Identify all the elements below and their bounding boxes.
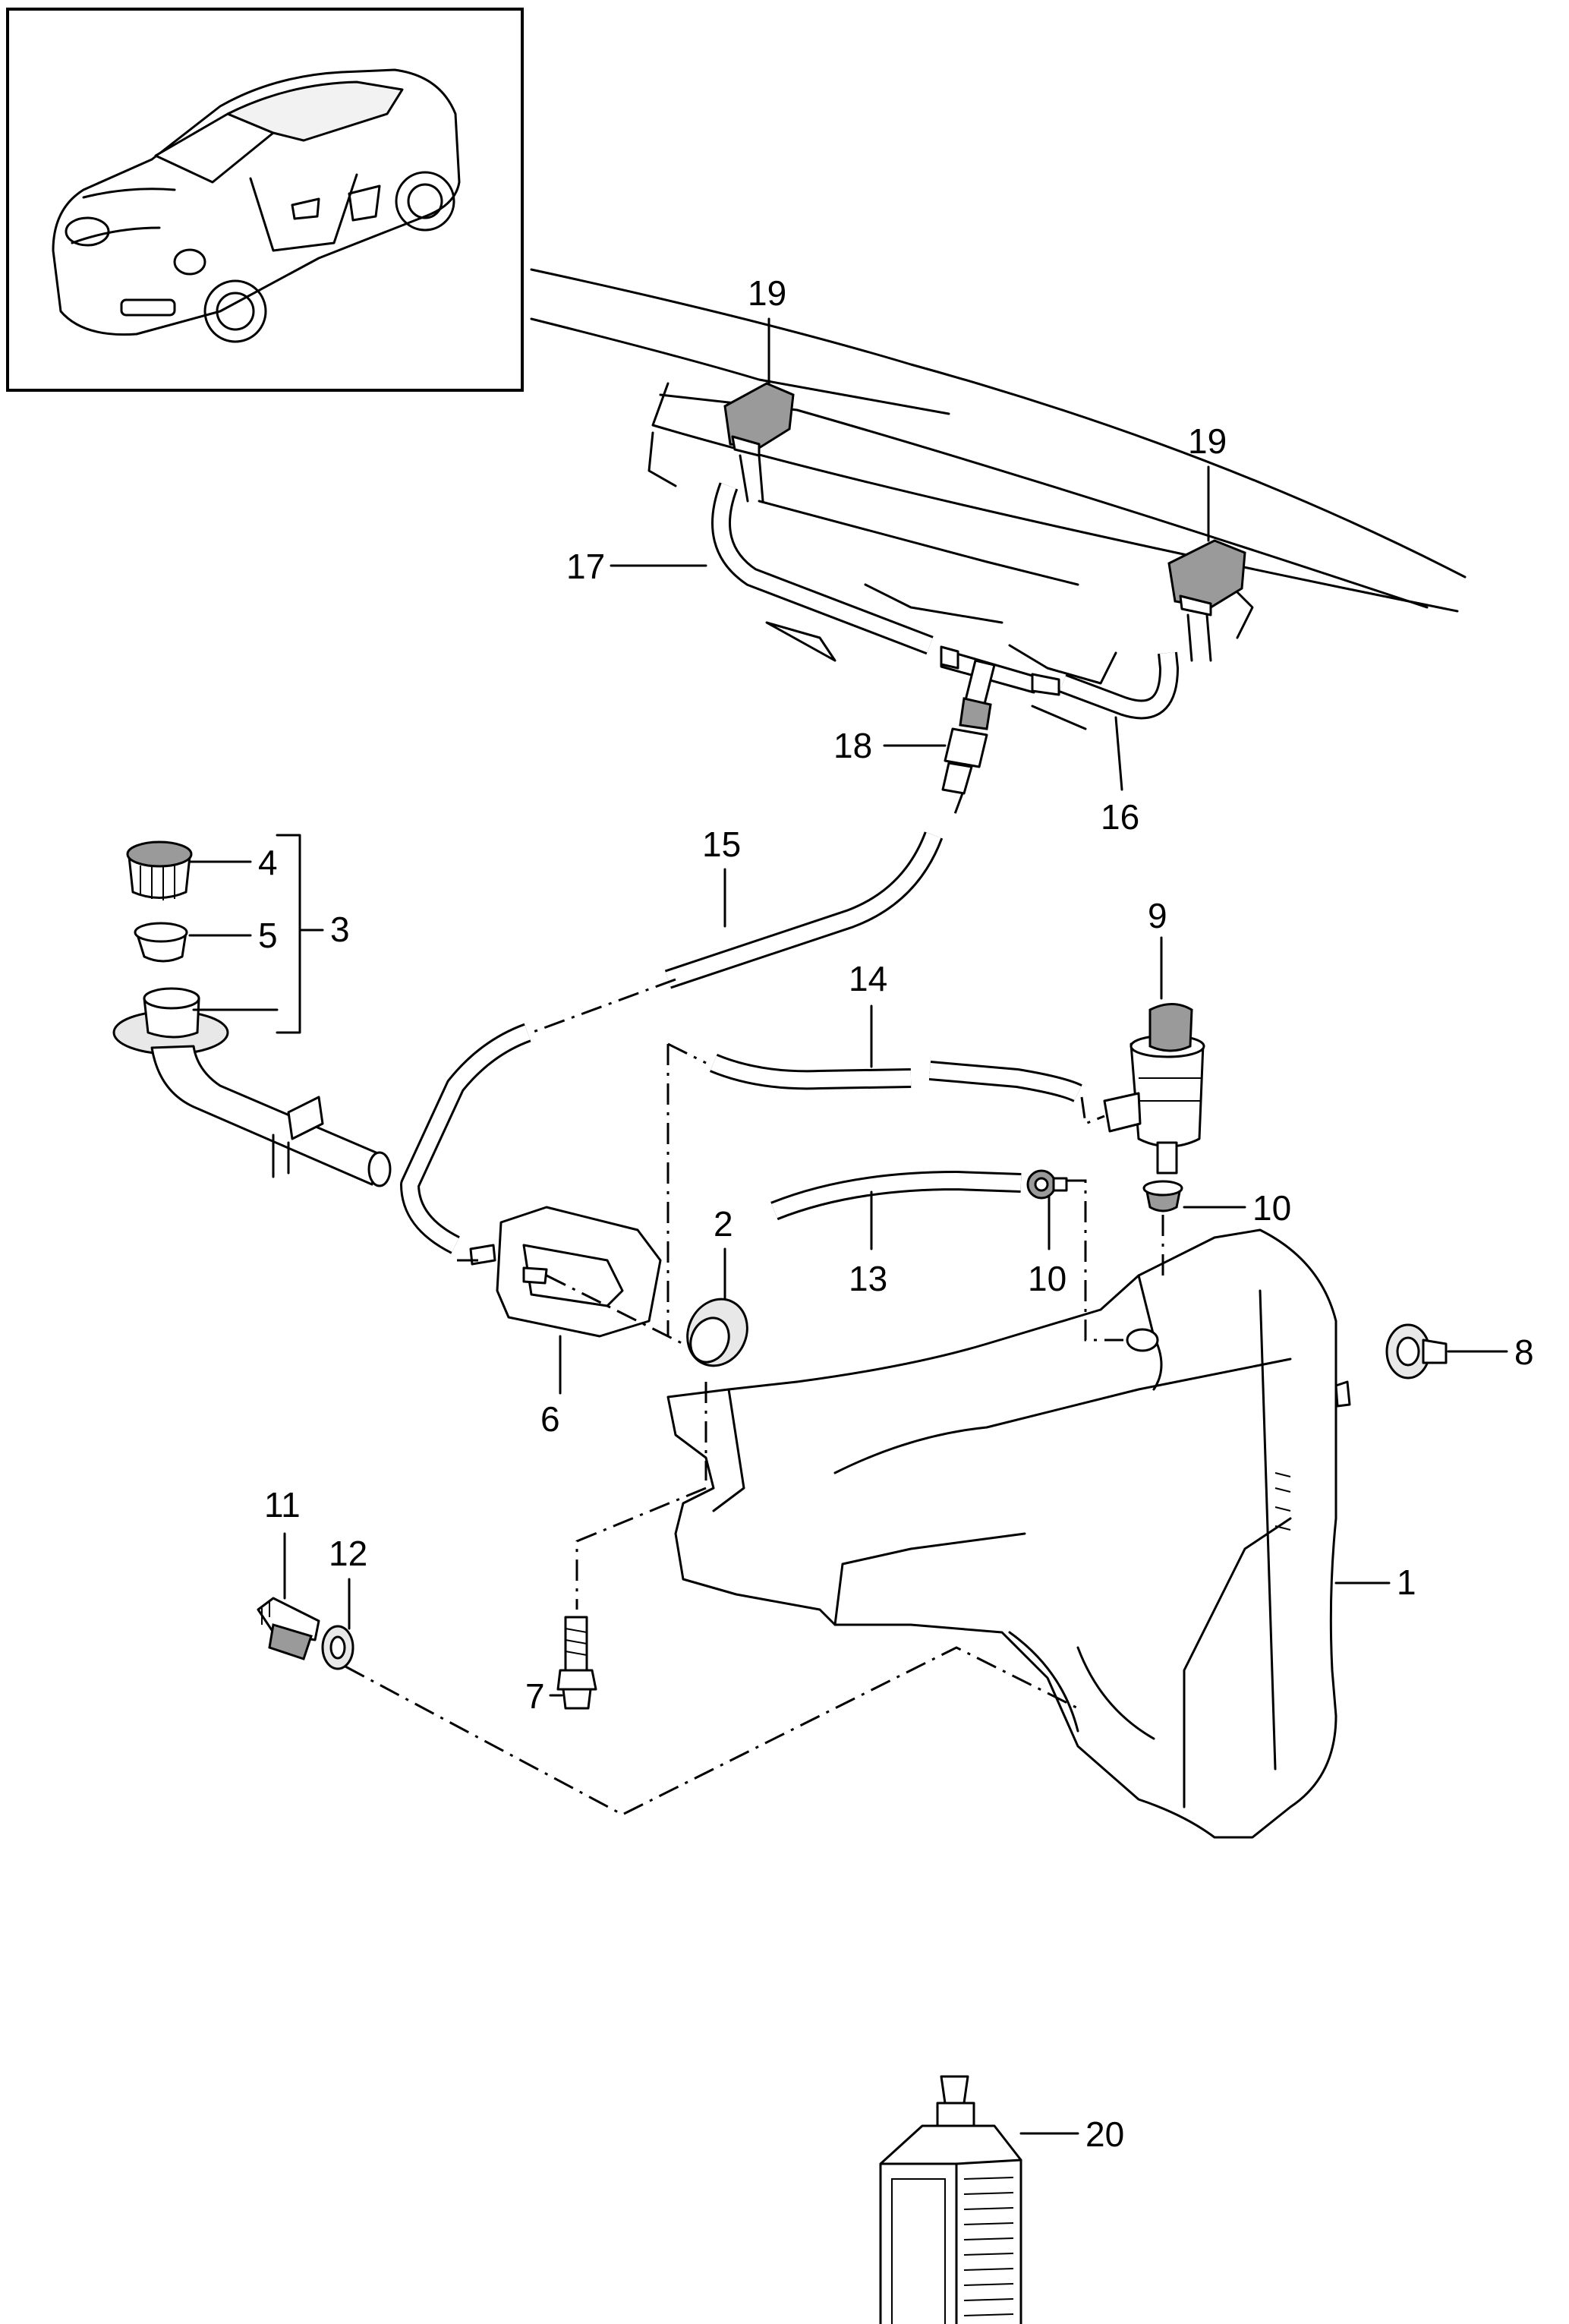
grommet-10-hose xyxy=(1026,1169,1068,1200)
callout-15: 15 xyxy=(702,825,741,864)
callout-19-left: 19 xyxy=(748,273,786,313)
leader-lines xyxy=(188,317,1508,2135)
callout-12: 12 xyxy=(329,1534,367,1573)
assembly-lines xyxy=(345,793,1164,1816)
bolt-7 xyxy=(556,1616,597,1710)
callout-13: 13 xyxy=(849,1259,887,1298)
hose-15-lower xyxy=(400,1023,531,1254)
callout-labels: 1 2 3 4 5 6 7 8 9 10 10 11 12 13 14 15 1… xyxy=(258,273,1534,2154)
cowl-panel xyxy=(530,268,1467,730)
callout-10-pump: 10 xyxy=(1252,1188,1291,1228)
hose-13 xyxy=(770,1171,1022,1221)
callout-6: 6 xyxy=(540,1399,560,1439)
callout-11: 11 xyxy=(264,1485,301,1525)
plug-8 xyxy=(1385,1323,1448,1380)
seal-5 xyxy=(134,922,188,963)
hose-17 xyxy=(711,482,934,655)
bracket-6 xyxy=(469,1206,662,1338)
t-connector-18 xyxy=(940,645,1060,795)
washer-pump-9 xyxy=(1103,1003,1205,1175)
callout-16: 16 xyxy=(1101,797,1139,837)
callout-5: 5 xyxy=(258,916,278,955)
callout-3: 3 xyxy=(330,910,350,949)
washer-nozzle-right xyxy=(1167,539,1246,662)
callout-20: 20 xyxy=(1085,2114,1124,2154)
vehicle-thumbnail xyxy=(6,8,524,392)
callout-7: 7 xyxy=(525,1676,545,1716)
callout-14: 14 xyxy=(849,959,887,998)
grommet-10-pump xyxy=(1142,1180,1183,1212)
callout-1: 1 xyxy=(1397,1562,1416,1602)
callout-10-hose: 10 xyxy=(1028,1259,1066,1298)
filler-neck-3 xyxy=(112,987,392,1187)
hose-14 xyxy=(710,1053,1082,1102)
fluid-bottle-20 xyxy=(879,2075,1022,2324)
reservoir-1 xyxy=(666,1228,1351,1839)
hose-16 xyxy=(1059,651,1179,720)
seal-2 xyxy=(686,1298,748,1367)
seal-12 xyxy=(321,1625,354,1670)
washer-nozzle-left xyxy=(723,382,795,503)
callout-4: 4 xyxy=(258,843,278,882)
callout-2: 2 xyxy=(714,1204,733,1244)
callout-17: 17 xyxy=(566,547,605,586)
hose-15 xyxy=(664,831,944,989)
callout-19-right: 19 xyxy=(1188,421,1227,461)
callout-8: 8 xyxy=(1514,1332,1534,1372)
level-sensor-11 xyxy=(257,1597,320,1660)
callout-18: 18 xyxy=(833,726,872,765)
cap-4 xyxy=(126,840,193,900)
callout-9: 9 xyxy=(1148,896,1167,935)
